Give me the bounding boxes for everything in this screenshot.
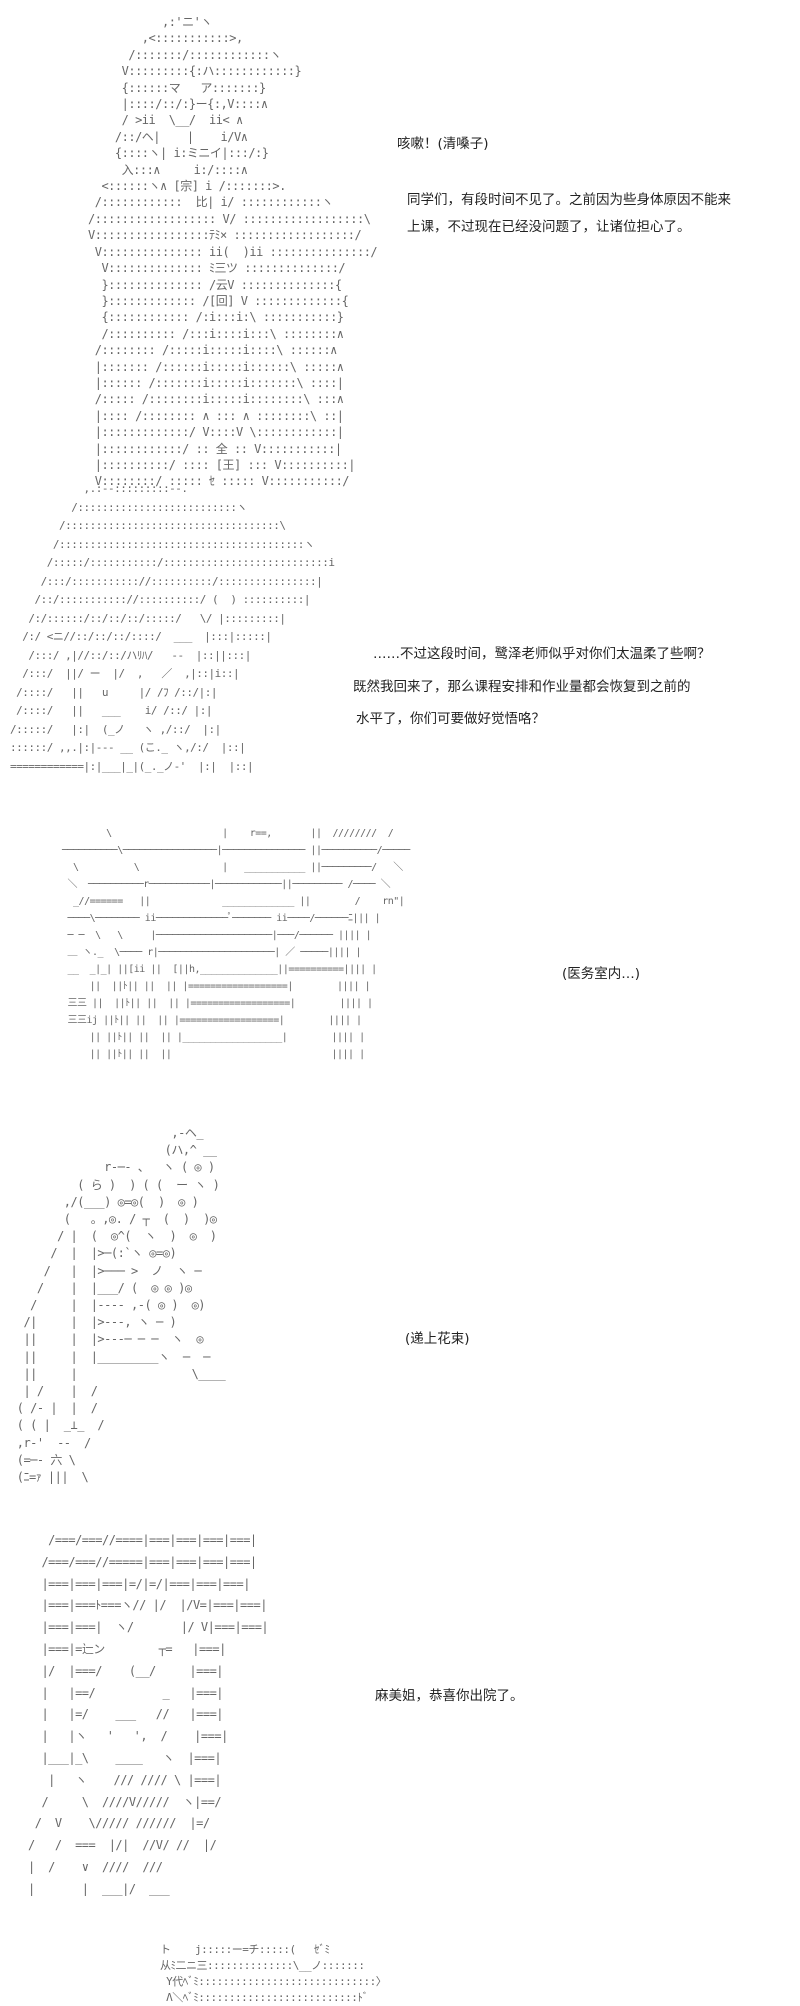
- dialogue-line: 水平了，你们可要做好觉悟咯？: [356, 711, 545, 727]
- dialogue-line: 既然我回来了，那么课程安排和作业量都会恢复到之前的: [353, 679, 691, 695]
- ascii-art-flowers: ,-ヘ_ (ハ,^ __ r-─‐ 、 ヽ ( ◎ ) ( ら ) ) ( ( …: [16, 1126, 226, 1485]
- ascii-art-teacher: ,:'ニ'ヽ ,<:::::::::::>, /:::::::/::::::::…: [88, 15, 378, 489]
- dialogue-line: 上课，不过现在已经没问题了，让诸位担心了。: [407, 219, 691, 235]
- dialogue-line: 同学们，有段时间不见了。之前因为些身体原因不能来: [407, 192, 731, 208]
- ascii-art-infirmary: \ | r==, || //////// / ──────────\──────…: [62, 828, 410, 1060]
- ascii-art-bottom: ト j:::::ー=チ:::::( ｾﾞﾐ 从ﾐ二ニ三:::::::::::::…: [160, 1943, 387, 2004]
- narration-line: (医务室内…): [562, 966, 641, 982]
- ascii-art-teacher-closeup: ,.:-‐:::::::::‐-. /:::::::::::::::::::::…: [10, 482, 335, 773]
- narration-line: (递上花束): [405, 1331, 470, 1347]
- ascii-art-mami: /===/===//====|===|===|===|===| /===/===…: [28, 1533, 269, 1896]
- dialogue-line: ……不过这段时间，鹭泽老师似乎对你们太温柔了些啊？: [373, 646, 711, 662]
- dialogue-line: 麻美姐，恭喜你出院了。: [375, 1688, 524, 1704]
- dialogue-line: 咳嗽！(清嗓子): [397, 136, 489, 152]
